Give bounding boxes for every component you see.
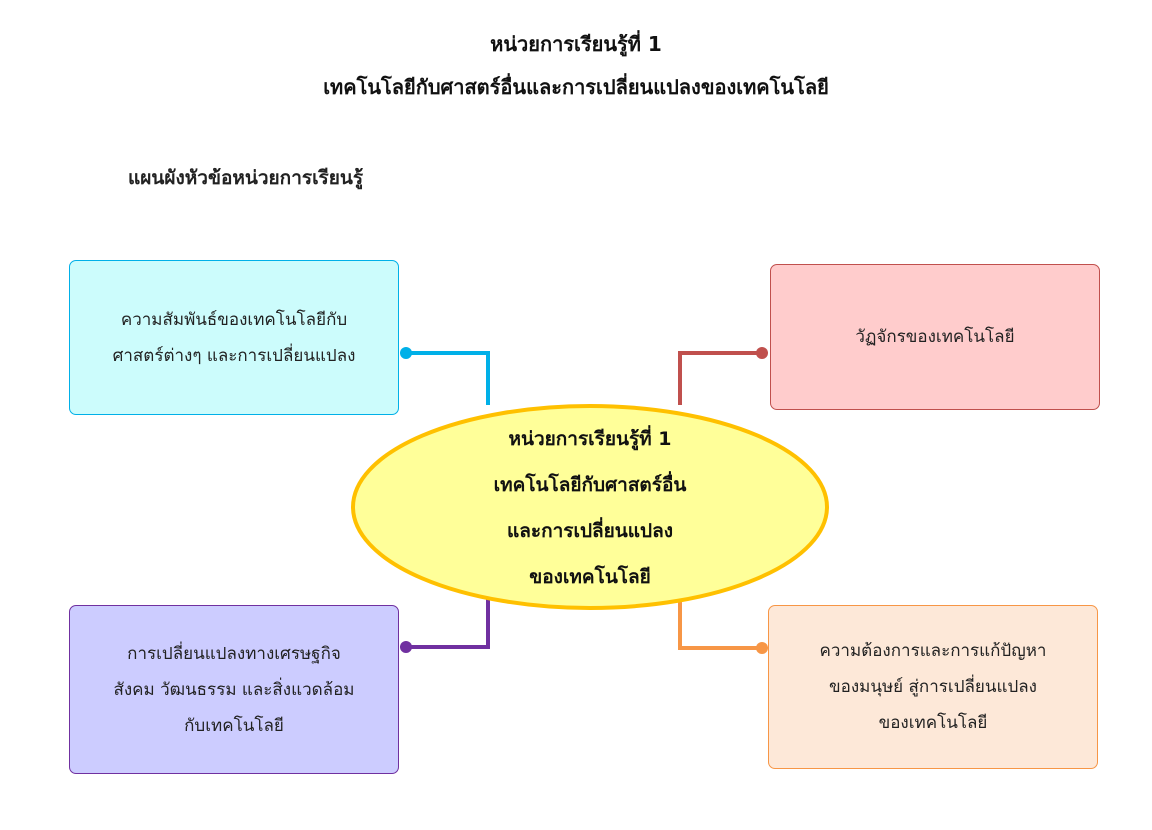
center-topic: หน่วยการเรียนรู้ที่ 1 เทคโนโลยีกับศาสตร์…: [420, 418, 760, 598]
connector-top-right: [678, 351, 762, 405]
topic-line: ของมนุษย์ สู่การเปลี่ยนแปลง: [829, 677, 1037, 697]
connector-dot-top-right: [756, 347, 768, 359]
connector-dot-bottom-left: [400, 641, 412, 653]
connector-bottom-right: [678, 598, 762, 650]
topic-line: การเปลี่ยนแปลงทางเศรษฐกิจ: [127, 643, 341, 664]
center-line: หน่วยการเรียนรู้ที่ 1: [508, 428, 672, 450]
connector-dot-bottom-right: [756, 642, 768, 654]
center-ellipse: [351, 404, 829, 610]
unit-title: หน่วยการเรียนรู้ที่ 1: [490, 32, 662, 56]
connector-bottom-left: [406, 598, 490, 649]
center-line: เทคโนโลยีกับศาสตร์อื่น: [493, 474, 687, 496]
topic-box-technology-relations: ความสัมพันธ์ของเทคโนโลยีกับ ศาสตร์ต่างๆ …: [69, 260, 399, 415]
topic-line: ของเทคโนโลยี: [878, 713, 988, 733]
topic-box-socioeconomic-change: การเปลี่ยนแปลงทางเศรษฐกิจ สังคม วัฒนธรรม…: [69, 605, 399, 774]
center-line: และการเปลี่ยนแปลง: [506, 520, 674, 542]
topic-line: ความต้องการและการแก้ปัญหา: [819, 641, 1047, 661]
topic-line: ศาสตร์ต่างๆ และการเปลี่ยนแปลง: [112, 345, 356, 366]
unit-subtitle: เทคโนโลยีกับศาสตร์อื่นและการเปลี่ยนแปลงข…: [323, 75, 829, 99]
center-line: ของเทคโนโลยี: [529, 566, 651, 588]
topic-box-human-needs: ความต้องการและการแก้ปัญหา ของมนุษย์ สู่ก…: [768, 605, 1098, 769]
topic-line: สังคม วัฒนธรรม และสิ่งแวดล้อม: [113, 679, 355, 700]
topic-line: วัฏจักรของเทคโนโลยี: [855, 327, 1015, 347]
connector-top-left: [406, 351, 490, 405]
topic-line: กับเทคโนโลยี: [184, 715, 284, 736]
mindmap-heading: แผนผังหัวข้อหน่วยการเรียนรู้: [128, 167, 364, 189]
topic-line: ความสัมพันธ์ของเทคโนโลยีกับ: [120, 309, 348, 330]
connector-dot-top-left: [400, 347, 412, 359]
topic-box-technology-cycle: วัฏจักรของเทคโนโลยี: [770, 264, 1100, 410]
